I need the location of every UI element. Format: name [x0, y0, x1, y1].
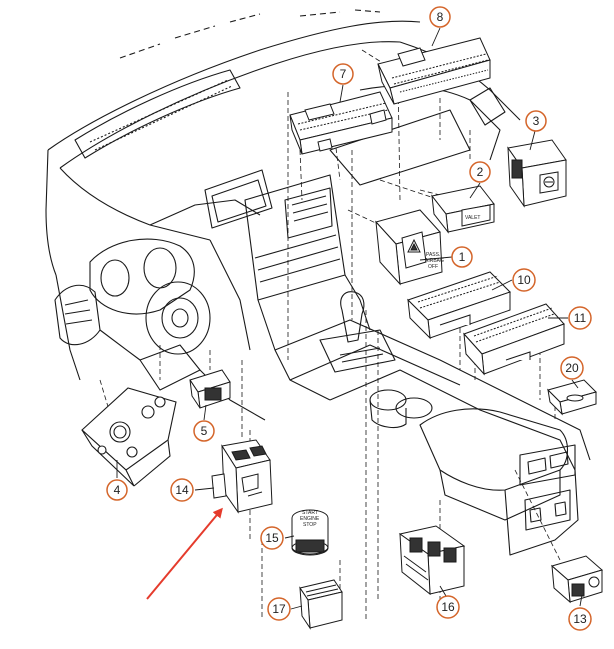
part-20-switch: [547, 379, 597, 416]
callout-8: 8: [429, 6, 451, 28]
airbag-label-2: AIRBAG: [425, 258, 444, 264]
part-4-light-switch: [81, 387, 177, 487]
callout-leaders: [116, 27, 583, 610]
airbag-label-1: PASS.: [426, 252, 440, 258]
part-2-valet-switch: [431, 185, 495, 234]
callout-3: 3: [525, 110, 547, 132]
callout-label-4: 4: [114, 483, 121, 497]
part-8-switch-panel: [377, 37, 491, 105]
valet-label: VALET: [465, 215, 480, 221]
callout-13: 13: [568, 607, 592, 631]
part-7-control-panel: [289, 91, 393, 155]
callout-label-1: 1: [459, 250, 466, 264]
part-1-hazard-switch: [375, 209, 443, 286]
callout-label-11: 11: [574, 311, 587, 325]
callout-17: 17: [267, 597, 291, 621]
part-15-start-stop-button: [291, 509, 329, 556]
part-17-connector: [299, 579, 343, 630]
callout-16: 16: [436, 595, 460, 619]
callout-14: 14: [170, 478, 194, 502]
callout-label-13: 13: [573, 612, 587, 626]
callout-label-7: 7: [340, 67, 347, 81]
callout-20: 20: [560, 356, 584, 380]
part-11-switch-bar: [463, 303, 565, 376]
callout-1: 1: [451, 246, 473, 268]
callout-label-3: 3: [533, 114, 540, 128]
part-3-switch: [507, 139, 567, 208]
part-16-window-switches: [398, 525, 466, 596]
start-label-1: START: [302, 510, 318, 516]
highlight-arrow: [146, 507, 223, 600]
part-5-rocker-switch: [189, 369, 231, 409]
callout-2: 2: [469, 161, 491, 183]
part-13-rear-switch: [550, 555, 604, 604]
callout-7: 7: [332, 63, 354, 85]
callout-11: 11: [568, 306, 592, 330]
part-14-switch-block: [211, 439, 273, 514]
part-10-switch-bar: [407, 271, 511, 340]
callout-label-14: 14: [175, 483, 189, 497]
callout-4: 4: [106, 479, 128, 501]
callout-label-2: 2: [477, 165, 484, 179]
callout-label-20: 20: [565, 361, 579, 375]
callout-label-10: 10: [517, 273, 531, 287]
callout-label-17: 17: [272, 602, 286, 616]
callout-15: 15: [260, 526, 284, 550]
airbag-label-3: OFF: [428, 264, 438, 270]
start-label-2: ENGINE: [300, 516, 320, 522]
callout-label-15: 15: [265, 531, 279, 545]
callout-10: 10: [512, 268, 536, 292]
dashed-leaders: [99, 49, 561, 620]
callout-label-5: 5: [201, 424, 208, 438]
callout-label-16: 16: [441, 600, 455, 614]
start-label-3: STOP: [303, 522, 317, 528]
callout-label-8: 8: [437, 10, 444, 24]
callout-5: 5: [193, 420, 215, 442]
